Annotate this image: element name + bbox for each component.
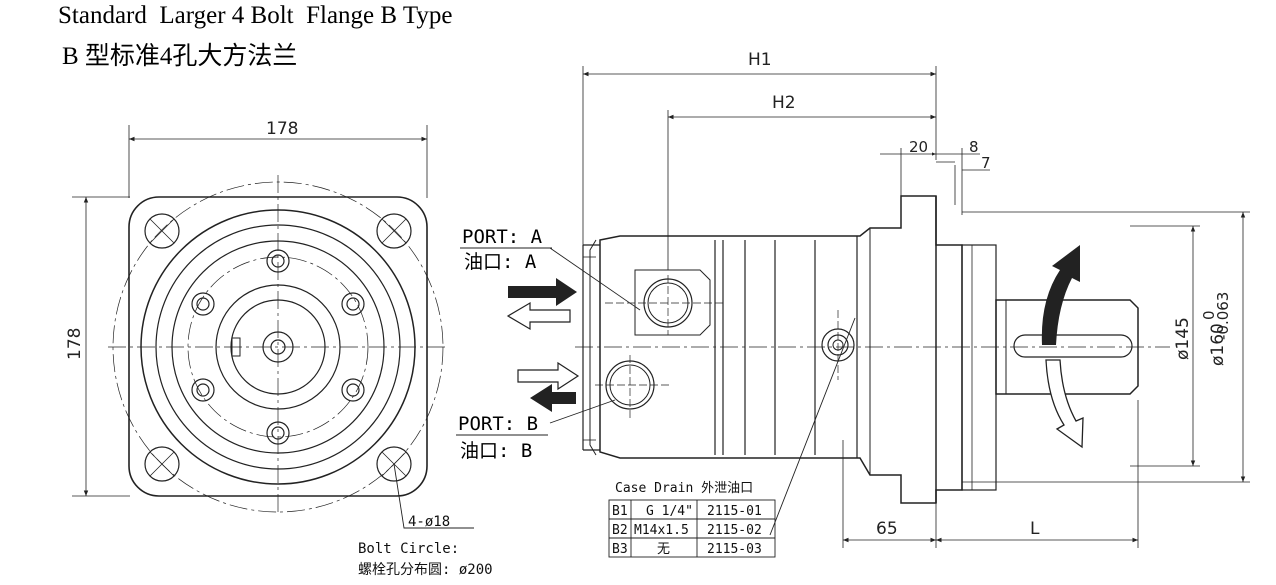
shaft-length-dimension: L bbox=[1030, 519, 1040, 539]
table-row-thread: M14x1.5 bbox=[634, 523, 689, 538]
title-chinese: B 型标准4孔大方法兰 bbox=[62, 43, 298, 70]
front-view bbox=[72, 125, 474, 529]
table-row-part: 2115-01 bbox=[707, 504, 762, 519]
table-row-part: 2115-02 bbox=[707, 523, 762, 538]
port-b-chinese-label: 油口: B bbox=[460, 440, 532, 462]
table-row-id: B3 bbox=[612, 542, 628, 557]
inflow-arrow-b bbox=[530, 384, 576, 412]
side-view bbox=[549, 66, 1250, 548]
table-row-thread: 无 bbox=[657, 542, 670, 557]
table-row-id: B2 bbox=[612, 523, 628, 538]
tolerance-upper: 0 bbox=[1200, 310, 1218, 320]
port-a-chinese-label: 油口: A bbox=[464, 251, 537, 273]
offset-65-dimension: 65 bbox=[876, 519, 898, 539]
bolt-holes-note: 4-ø18 bbox=[408, 514, 450, 530]
housing-screw bbox=[341, 292, 365, 316]
height-dimension: 178 bbox=[65, 328, 85, 360]
corner-bolt-hole bbox=[376, 213, 412, 249]
housing-screw bbox=[341, 378, 365, 402]
housing-screw bbox=[266, 249, 290, 273]
corner-bolt-hole bbox=[144, 446, 180, 482]
inflow-arrow-a bbox=[508, 278, 577, 306]
pilot-step-dimension: 7 bbox=[981, 154, 991, 172]
table-row-part: 2115-03 bbox=[707, 542, 762, 557]
bolt-circle-label: Bolt Circle: bbox=[358, 541, 459, 557]
title-english: Standard Larger 4 Bolt Flange B Type bbox=[58, 2, 453, 29]
table-row-id: B1 bbox=[612, 504, 628, 519]
tolerance-lower: -0.063 bbox=[1214, 292, 1232, 340]
diameter-145-dimension: ø145 bbox=[1173, 317, 1193, 360]
outflow-arrow-b bbox=[517, 361, 580, 391]
diameter-160-dimension: ø160 bbox=[1208, 323, 1228, 366]
flow-arrows bbox=[506, 278, 580, 412]
h2-dimension: H2 bbox=[772, 93, 796, 113]
housing-screw bbox=[191, 378, 215, 402]
port-b-label: PORT: B bbox=[458, 413, 538, 435]
housing-screw bbox=[266, 421, 290, 445]
width-dimension: 178 bbox=[266, 119, 298, 139]
corner-bolt-hole bbox=[144, 213, 180, 249]
rotation-arrows bbox=[1041, 245, 1084, 449]
h1-dimension: H1 bbox=[748, 50, 772, 70]
outflow-arrow-a bbox=[506, 301, 571, 331]
case-drain-title: Case Drain 外泄油口 bbox=[615, 481, 753, 496]
housing-screw bbox=[191, 292, 215, 316]
bolt-circle-chinese-label: 螺栓孔分布圆: ø200 bbox=[358, 562, 493, 578]
flange-thickness-dimension: 20 bbox=[909, 138, 928, 156]
table-row-thread: G 1/4" bbox=[646, 504, 693, 519]
case-drain-table: Case Drain 外泄油口 B1 G 1/4" 2115-01 B2 M14… bbox=[608, 481, 776, 558]
pilot-length-dimension: 8 bbox=[969, 138, 979, 156]
port-a-label: PORT: A bbox=[462, 226, 543, 248]
